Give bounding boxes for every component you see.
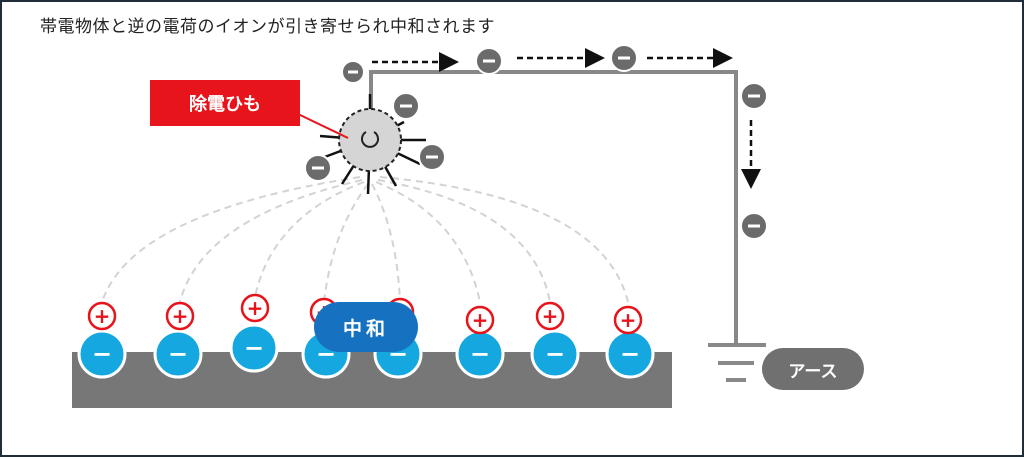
svg-text:−: −	[545, 340, 565, 368]
svg-text:−: −	[244, 334, 264, 362]
field-line	[254, 181, 365, 298]
svg-text:+: +	[247, 296, 264, 320]
positive-charge-icon: +	[465, 305, 495, 335]
svg-text:+: +	[620, 308, 637, 332]
ion-icon	[392, 92, 420, 120]
surface-charges: −+−+−+−+−+−+−+−+	[77, 293, 655, 379]
field-line	[377, 179, 551, 303]
svg-text:−: −	[92, 340, 112, 368]
ground-symbol	[708, 343, 766, 382]
negative-charge-icon: −	[455, 329, 505, 379]
svg-text:−: −	[168, 340, 188, 368]
ion-icon	[418, 143, 446, 171]
ion-icon	[740, 82, 768, 110]
diagram-title: 帯電物体と逆の電荷のイオンが引き寄せられ中和されます	[40, 17, 495, 37]
discharge-cord-label: 除電ひも	[150, 80, 300, 126]
positive-charge-icon: +	[165, 301, 195, 331]
flow-arrows	[372, 48, 761, 189]
positive-charge-icon: +	[87, 301, 117, 331]
negative-charge-icon: −	[153, 329, 203, 379]
negative-charge-icon: −	[530, 329, 580, 379]
positive-charge-icon: +	[613, 305, 643, 335]
svg-text:+: +	[172, 304, 189, 328]
ion-icon	[475, 47, 503, 75]
earth-badge: アース	[762, 348, 864, 390]
svg-text:+: +	[472, 308, 489, 332]
ion-icon	[610, 44, 638, 72]
svg-text:+: +	[542, 304, 559, 328]
positive-charge-icon: +	[535, 301, 565, 331]
ions-near-cord	[304, 60, 446, 182]
ions-on-wire	[475, 44, 768, 240]
positive-charge-icon: +	[240, 293, 270, 323]
negative-charge-icon: −	[605, 329, 655, 379]
discharge-cord-icon	[319, 94, 426, 195]
field-lines	[101, 176, 629, 303]
field-line	[101, 176, 361, 303]
field-line	[379, 176, 629, 303]
negative-charge-icon: −	[229, 323, 279, 373]
ion-icon	[304, 154, 332, 182]
ground-wire	[369, 70, 738, 344]
callout-connector	[297, 113, 349, 139]
field-line	[375, 181, 481, 303]
svg-text:+: +	[94, 304, 111, 328]
neutralized-badge: 中和	[314, 302, 418, 352]
svg-text:−: −	[470, 340, 490, 368]
field-line	[179, 179, 363, 303]
field-line	[323, 183, 369, 303]
field-line	[371, 183, 401, 303]
negative-charge-icon: −	[77, 329, 127, 379]
ion-icon	[740, 212, 768, 240]
ion-icon	[341, 60, 365, 84]
svg-text:−: −	[620, 340, 640, 368]
